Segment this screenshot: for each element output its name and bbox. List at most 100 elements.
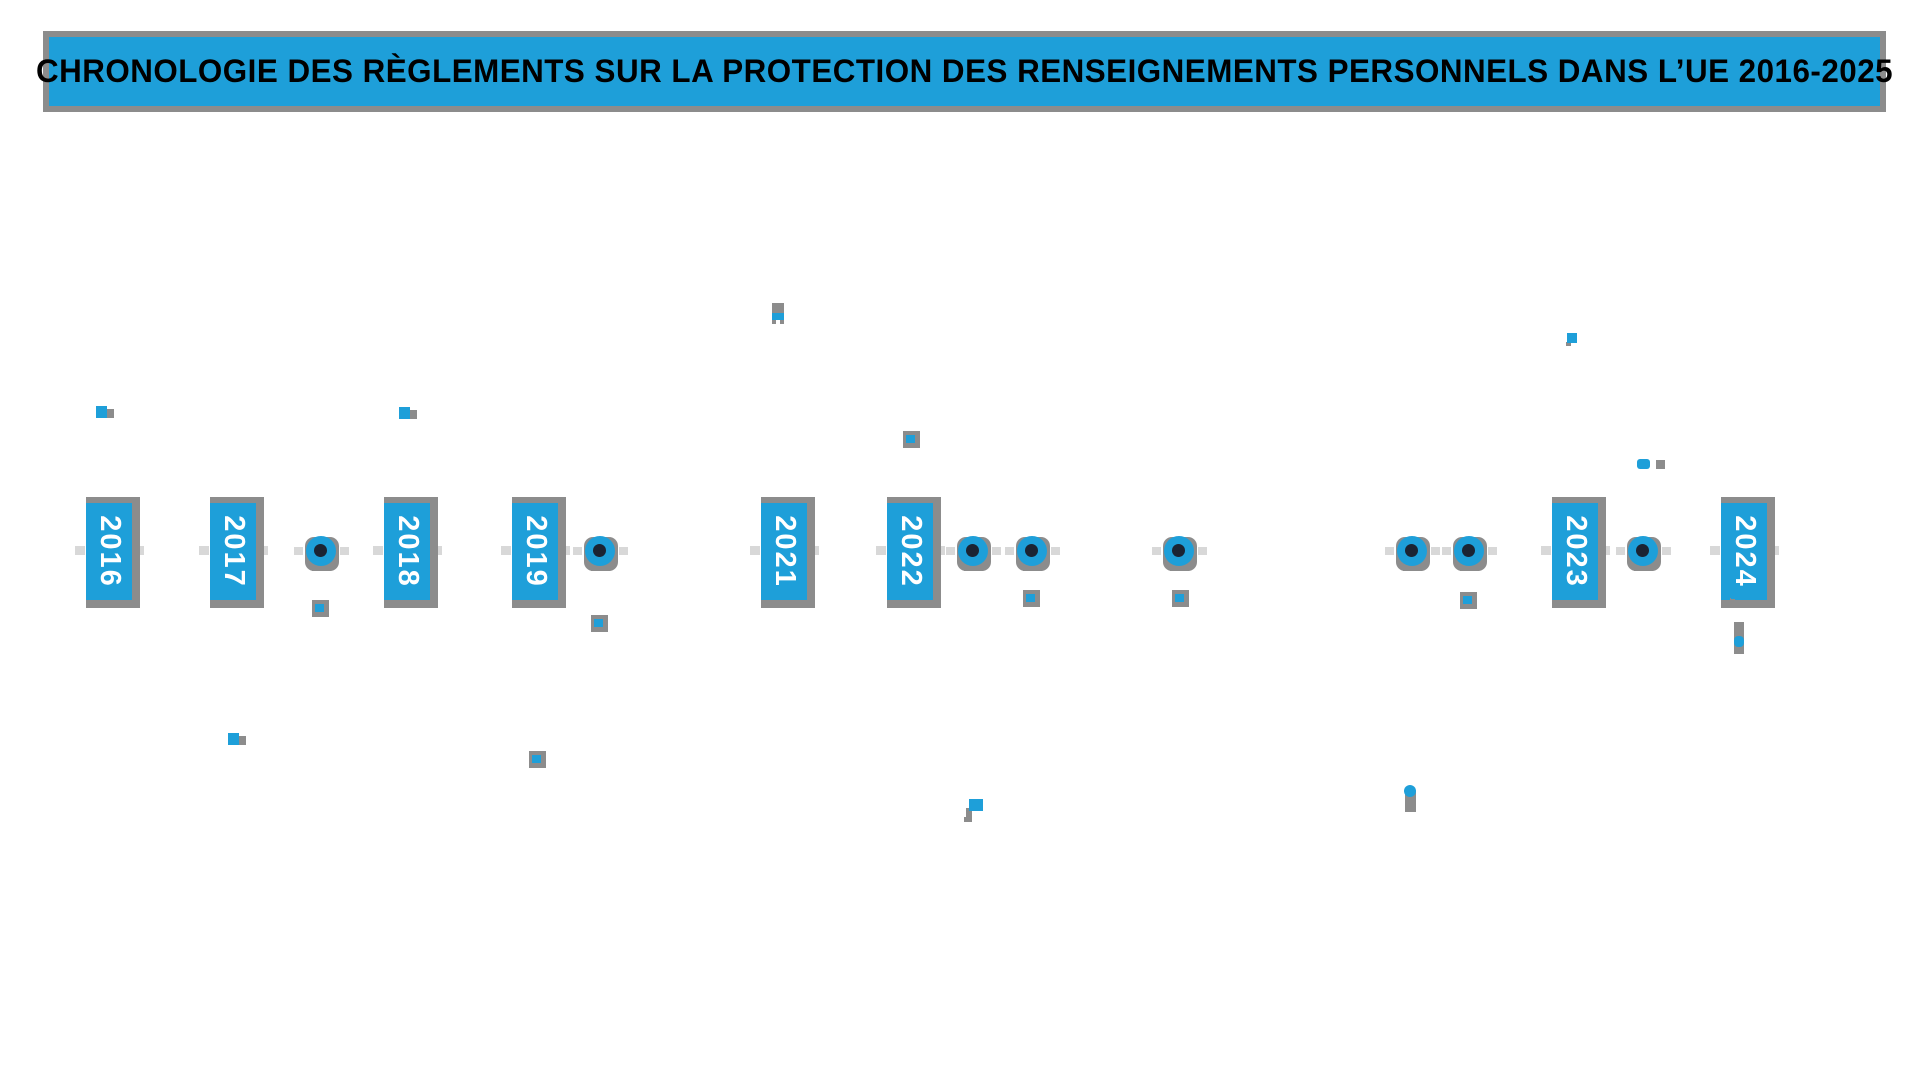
year-box-2016: 2016 (86, 503, 132, 600)
fragment-blue-piece (315, 604, 324, 612)
axis-stub (1431, 547, 1440, 555)
icon-fragment-h-split (96, 406, 130, 442)
fragment-blue-piece (532, 755, 541, 763)
milestone-foot (603, 565, 610, 571)
fragment-gray-piece (966, 808, 972, 821)
milestone-foot (1170, 565, 1177, 571)
fragment-gray-piece (1566, 342, 1571, 346)
milestone-foot (1646, 565, 1653, 571)
axis-stub (992, 547, 1001, 555)
fragment-blue-piece (1026, 594, 1035, 602)
year-box-2024: 2024 (1721, 503, 1767, 600)
axis-stub (1152, 547, 1161, 555)
fragment-blue-piece (594, 619, 603, 627)
milestone-foot (324, 565, 331, 571)
fragment-blue-piece (1567, 333, 1577, 343)
milestone-dot-core (314, 544, 327, 557)
icon-fragment-pill-pair (1637, 459, 1671, 495)
axis-stub (1051, 547, 1060, 555)
axis-stub (876, 546, 886, 555)
milestone-foot (964, 565, 971, 571)
fragment-gray-piece (107, 409, 114, 418)
icon-fragment-chip (529, 751, 563, 787)
milestone-foot (1634, 565, 1641, 571)
axis-stub (340, 547, 349, 555)
milestone-dot-core (1172, 544, 1185, 557)
icon-fragment-chip (312, 600, 346, 636)
axis-stub (75, 546, 85, 555)
year-box-2022: 2022 (887, 503, 933, 600)
fragment-gray-piece (1656, 460, 1665, 469)
icon-fragment-chip (591, 615, 625, 651)
axis-stub (501, 546, 511, 555)
page-title: CHRONOLOGIE DES RÈGLEMENTS SUR LA PROTEC… (35, 53, 1894, 89)
milestone-foot (1415, 565, 1422, 571)
year-label: 2022 (894, 515, 927, 588)
title-banner: CHRONOLOGIE DES RÈGLEMENTS SUR LA PROTEC… (36, 31, 1893, 112)
fragment-blue-piece (1637, 459, 1650, 469)
fragment-gray-piece (410, 410, 417, 419)
fragment-gray-piece (964, 817, 972, 822)
milestone-foot (976, 565, 983, 571)
icon-fragment-h-split (399, 407, 433, 443)
axis-stub (1198, 547, 1207, 555)
fragment-blue-piece (1731, 589, 1741, 599)
axis-stub (1442, 547, 1451, 555)
milestone-foot (1403, 565, 1410, 571)
icon-fragment-speck (1566, 333, 1600, 369)
year-label: 2019 (519, 515, 552, 588)
icon-fragment-chip (1023, 590, 1057, 626)
axis-stub (373, 546, 383, 555)
milestone-foot (1023, 565, 1030, 571)
axis-stub (1005, 547, 1014, 555)
title-banner-inner: CHRONOLOGIE DES RÈGLEMENTS SUR LA PROTEC… (36, 37, 1893, 106)
milestone-foot (1182, 565, 1189, 571)
fragment-blue-piece (1463, 596, 1472, 604)
year-label: 2018 (391, 515, 424, 588)
icon-fragment-h-split (228, 733, 262, 769)
year-box-2017: 2017 (210, 503, 256, 600)
milestone-dot-core (1025, 544, 1038, 557)
year-label: 2021 (768, 515, 801, 588)
milestone-dot-core (593, 544, 606, 557)
fragment-blue-piece (772, 313, 784, 320)
icon-fragment-chip (1172, 590, 1206, 626)
axis-stub (1710, 546, 1720, 555)
axis-stub (1488, 547, 1497, 555)
year-label: 2024 (1728, 515, 1761, 588)
icon-fragment-chip (1460, 592, 1494, 628)
fragment-blue-piece (906, 435, 915, 443)
milestone-dot-core (1636, 544, 1649, 557)
axis-stub (750, 546, 760, 555)
year-label: 2016 (93, 515, 126, 588)
axis-stub (1662, 547, 1671, 555)
year-box-2021: 2021 (761, 503, 807, 600)
milestone-dot-core (1462, 544, 1475, 557)
axis-stub (619, 547, 628, 555)
milestone-dot-core (966, 544, 979, 557)
axis-stub (1385, 547, 1394, 555)
icon-fragment-chip (903, 431, 937, 467)
icon-fragment-speck (1730, 589, 1764, 625)
fragment-gray-piece (1405, 791, 1416, 812)
icon-fragment-tower (772, 303, 806, 339)
fragment-gray-piece (772, 303, 784, 313)
axis-stub (946, 547, 955, 555)
year-box-2023: 2023 (1552, 503, 1598, 600)
fragment-gray-piece (780, 320, 784, 324)
year-label: 2017 (217, 515, 250, 588)
fragment-blue-piece (399, 407, 410, 419)
axis-stub (1541, 546, 1551, 555)
milestone-foot (591, 565, 598, 571)
axis-stub (1616, 547, 1625, 555)
icon-fragment-pin-bottom (1733, 622, 1767, 658)
milestone-foot (1460, 565, 1467, 571)
fragment-blue-piece (1404, 785, 1416, 797)
milestone-dot-core (1405, 544, 1418, 557)
year-box-2018: 2018 (384, 503, 430, 600)
fragment-gray-piece (239, 736, 246, 745)
icon-fragment-flag (964, 799, 998, 835)
year-label: 2023 (1559, 515, 1592, 588)
